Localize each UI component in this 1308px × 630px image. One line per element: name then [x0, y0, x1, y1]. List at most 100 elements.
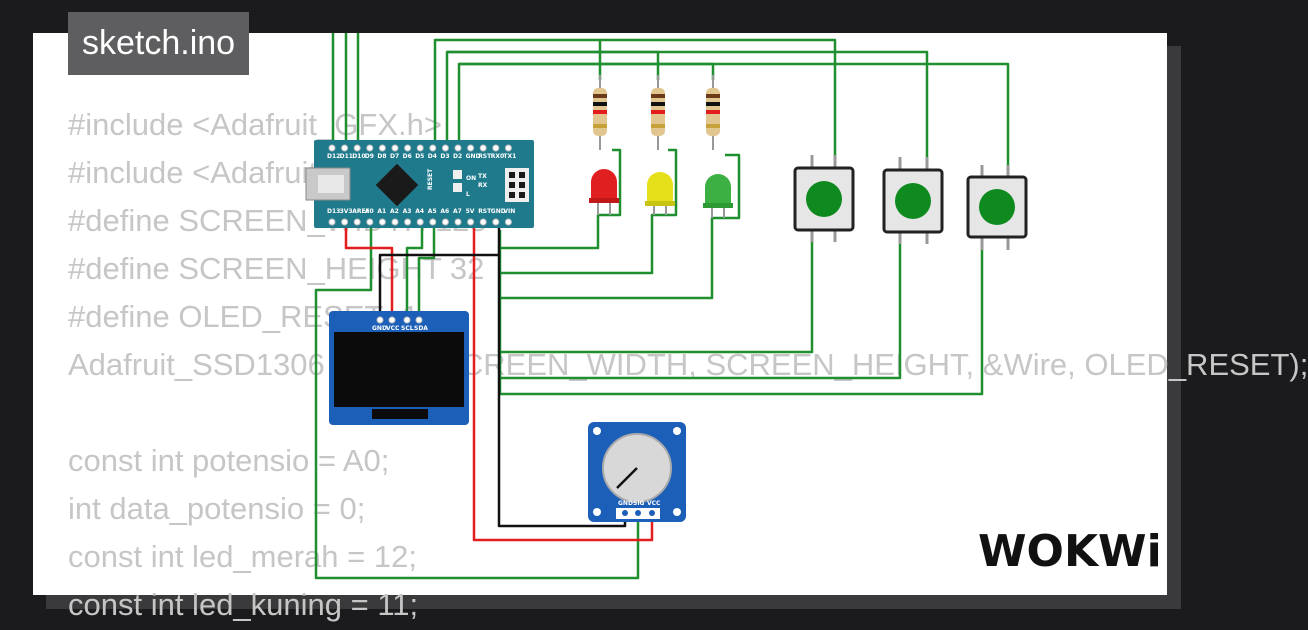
- nano-pin-label: D13: [327, 208, 340, 215]
- nano-pin[interactable]: [328, 218, 336, 226]
- wire: [500, 242, 984, 396]
- led-red[interactable]: [589, 169, 619, 215]
- nano-pin[interactable]: [366, 218, 374, 226]
- card-shadow-right: [1167, 46, 1181, 608]
- nano-pin[interactable]: [441, 144, 449, 152]
- pushbutton[interactable]: [882, 157, 944, 244]
- pushbutton[interactable]: [793, 155, 855, 242]
- nano-pin[interactable]: [492, 144, 500, 152]
- oled-pin-label: GND: [372, 325, 387, 332]
- wire: [500, 148, 622, 250]
- resistor[interactable]: [706, 75, 720, 150]
- pot-pin-label: SIG: [633, 500, 645, 507]
- wire: [344, 222, 394, 318]
- nano-pin[interactable]: [391, 144, 399, 152]
- oled-display[interactable]: GND VCC SCL SDA: [329, 311, 469, 425]
- arduino-nano-board[interactable]: RESET TX RX ON L: [305, 140, 534, 228]
- code-line: const int potensio = A0;: [68, 443, 390, 478]
- nano-pin[interactable]: [391, 218, 399, 226]
- code-line: int data_potensio = 0;: [68, 491, 366, 526]
- oled-pin-label: SCL: [401, 325, 414, 332]
- nano-pin-label: A4: [415, 208, 424, 215]
- resistor[interactable]: [651, 75, 665, 150]
- nano-pin-label: D3: [440, 153, 449, 160]
- pot-pin-label: GND: [618, 500, 633, 507]
- nano-pin-label: D12: [327, 153, 340, 160]
- nano-pin[interactable]: [429, 144, 437, 152]
- nano-pin-label: A6: [440, 208, 449, 215]
- pot-pin-label: VCC: [647, 500, 661, 507]
- nano-pin[interactable]: [429, 218, 437, 226]
- wire: [314, 222, 640, 580]
- nano-pin[interactable]: [504, 218, 512, 226]
- nano-pin-label: A1: [377, 208, 386, 215]
- nano-label: RESET: [427, 168, 434, 190]
- nano-pin-label: A3: [403, 208, 412, 215]
- code-line: #define SCREEN_HEIGHT 32: [68, 251, 485, 286]
- potentiometer[interactable]: GND SIG VCC: [588, 422, 686, 522]
- nano-pin[interactable]: [479, 144, 487, 152]
- nano-pin[interactable]: [467, 144, 475, 152]
- wire: [459, 62, 1010, 170]
- nano-pin-label: D9: [365, 153, 374, 160]
- nano-pin-label: D5: [415, 153, 424, 160]
- nano-pin[interactable]: [341, 144, 349, 152]
- nano-pin[interactable]: [378, 218, 386, 226]
- nano-pin[interactable]: [353, 144, 361, 152]
- oled-pin-label: VCC: [386, 325, 400, 332]
- nano-pin[interactable]: [341, 218, 349, 226]
- nano-pin-label: RST: [478, 153, 492, 160]
- nano-pin[interactable]: [441, 218, 449, 226]
- nano-pin[interactable]: [416, 218, 424, 226]
- wire: [447, 50, 929, 160]
- nano-pin-label: VIN: [503, 208, 515, 215]
- nano-pin-label: A7: [453, 208, 462, 215]
- nano-pin[interactable]: [479, 218, 487, 226]
- nano-pin[interactable]: [366, 144, 374, 152]
- nano-label: ON: [466, 175, 476, 182]
- nano-pin[interactable]: [492, 218, 500, 226]
- nano-pin-label: A5: [428, 208, 437, 215]
- wire: [472, 222, 654, 542]
- nano-pin[interactable]: [454, 218, 462, 226]
- led-yellow[interactable]: [645, 172, 675, 215]
- nano-pin-label: D10: [352, 153, 365, 160]
- nano-pin[interactable]: [416, 144, 424, 152]
- nano-pin-label: GND: [466, 153, 481, 160]
- wire: [600, 38, 837, 160]
- wire: [500, 148, 678, 275]
- wire: [500, 232, 902, 380]
- nano-pin-label: D7: [390, 153, 399, 160]
- wire: [405, 222, 424, 318]
- nano-pin[interactable]: [404, 144, 412, 152]
- nano-pin-label: D2: [453, 153, 462, 160]
- wire: [433, 38, 602, 148]
- nano-label: RX: [478, 182, 488, 189]
- wire: [457, 62, 715, 148]
- pushbutton[interactable]: [966, 165, 1028, 250]
- nano-pin[interactable]: [328, 144, 336, 152]
- wokwi-logo: WOKWi: [978, 526, 1162, 577]
- resistor[interactable]: [593, 75, 607, 150]
- nano-pin-label: TX1: [503, 153, 516, 160]
- wire: [500, 232, 814, 354]
- nano-pin[interactable]: [404, 218, 412, 226]
- led-green[interactable]: [703, 174, 733, 218]
- nano-pin-label: 3V3: [340, 208, 353, 215]
- code-line: const int led_merah = 12;: [68, 539, 417, 574]
- card-shadow-bottom: [46, 595, 1181, 609]
- nano-pin-label: AREF: [352, 208, 369, 215]
- nano-pin[interactable]: [467, 218, 475, 226]
- nano-pin-label: A2: [390, 208, 399, 215]
- wire: [417, 222, 436, 318]
- nano-pin[interactable]: [353, 218, 361, 226]
- nano-pin-label: GND: [491, 208, 506, 215]
- nano-pin-label: 5V: [466, 208, 475, 215]
- nano-pin[interactable]: [454, 144, 462, 152]
- nano-pin-label: D11: [340, 153, 353, 160]
- file-name-tab[interactable]: sketch.ino: [68, 12, 250, 75]
- nano-pin[interactable]: [378, 144, 386, 152]
- nano-pin[interactable]: [504, 144, 512, 152]
- nano-label: TX: [478, 173, 487, 180]
